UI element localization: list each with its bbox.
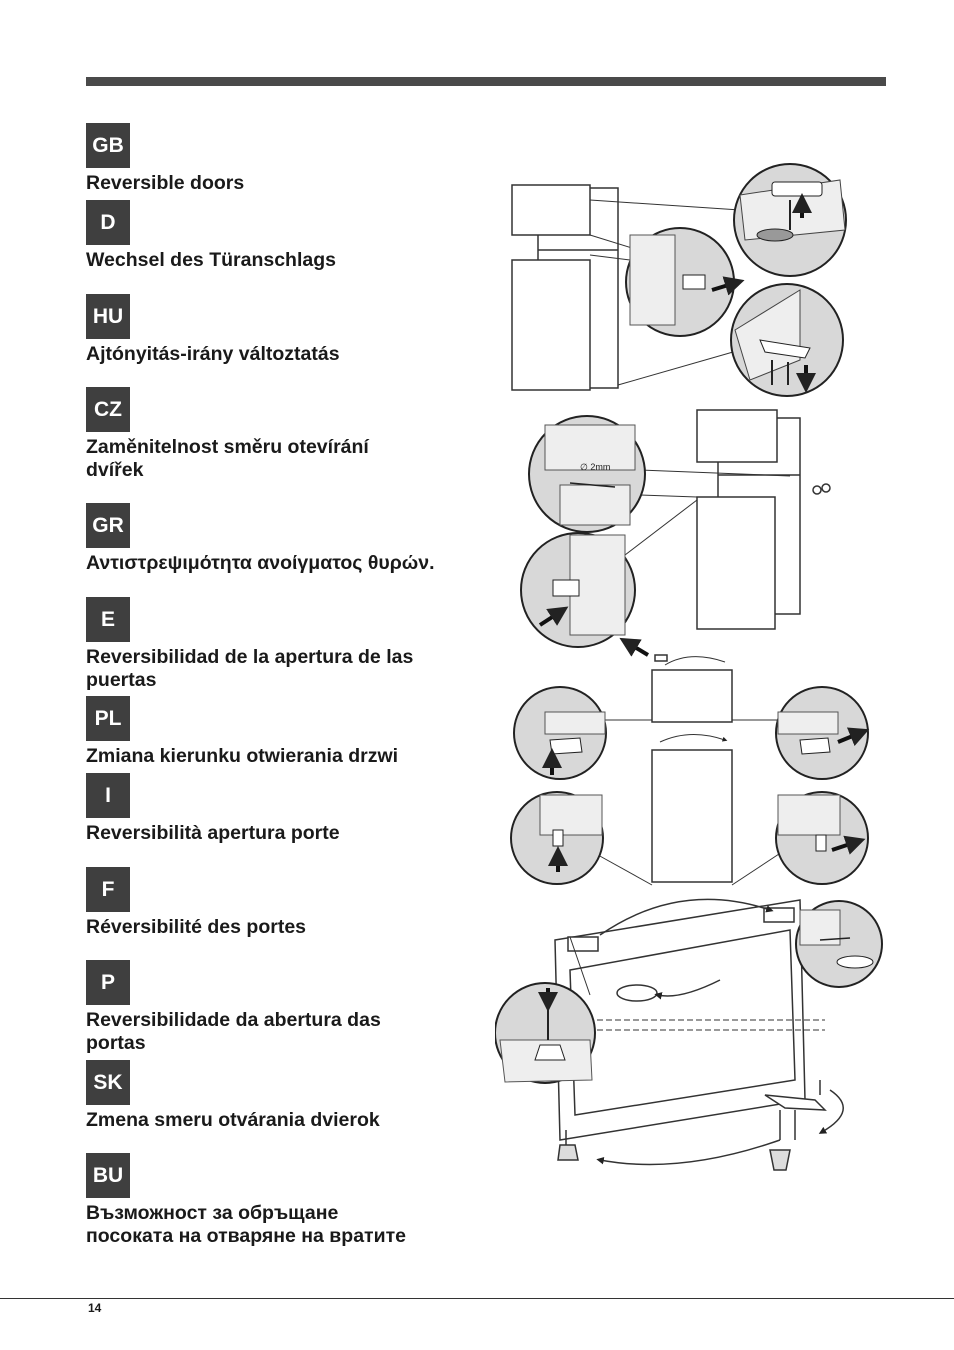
language-badge: CZ (86, 387, 130, 432)
detail-circle-drill: ∅ 2mm (528, 415, 646, 533)
section-title: Reversibilidade da abertura das portas (86, 1009, 381, 1054)
page-number: 14 (88, 1301, 102, 1315)
fridge-step-1 (511, 184, 741, 391)
detail-circle-hinge-fit (520, 532, 636, 648)
detail-circle-bottom-hinge (730, 283, 844, 397)
door-reversal-illustration: ∅ 2mm (495, 163, 883, 1171)
language-badge: E (86, 597, 130, 642)
section-title: Zmena smeru otvárania dvierok (86, 1109, 380, 1131)
language-badge: GR (86, 503, 130, 548)
detail-circle-right-upper (775, 686, 870, 780)
section-title: Reversibilidad de la apertura de las pue… (86, 646, 414, 691)
section-d: D Wechsel des Türanschlags (86, 200, 486, 272)
section-i: I Reversibilità apertura porte (86, 773, 486, 845)
section-title: Reversible doors (86, 172, 245, 194)
detail-circle-top-hinge (733, 163, 847, 277)
section-gb: GB Reversible doors (86, 123, 486, 195)
language-badge: GB (86, 123, 130, 168)
language-badge: SK (86, 1060, 130, 1105)
language-badge: HU (86, 294, 130, 339)
section-p: P Reversibilidade da abertura das portas (86, 960, 486, 1055)
section-sk: SK Zmena smeru otvárania dvierok (86, 1060, 486, 1132)
section-title: Zmiana kierunku otwierania drzwi (86, 745, 399, 767)
section-pl: PL Zmiana kierunku otwierania drzwi (86, 696, 486, 768)
section-e: E Reversibilidad de la apertura de las p… (86, 597, 486, 692)
section-title: Възможност за обръщане посоката на отвар… (86, 1202, 406, 1247)
section-title: Reversibilità apertura porte (86, 822, 340, 844)
detail-circle-left-lower (510, 791, 604, 885)
detail-circle-middle-hinge (625, 227, 745, 337)
section-title: Wechsel des Türanschlags (86, 249, 336, 271)
language-badge: I (86, 773, 130, 818)
language-badge: D (86, 200, 130, 245)
language-badge: F (86, 867, 130, 912)
fridge-step-2 (624, 409, 831, 630)
drill-size-label: ∅ 2mm (580, 462, 610, 472)
language-badge: P (86, 960, 130, 1005)
section-hu: HU Ajtónyitás-irány változtatás (86, 294, 486, 366)
door-swap-step (597, 637, 783, 886)
section-title: Αντιστρεψιμότητα ανοίγματος θυρών. (86, 552, 435, 574)
bottom-rule (0, 1298, 954, 1299)
detail-circle-right-lower (775, 791, 869, 885)
language-badge: BU (86, 1153, 130, 1198)
detail-circle-left-upper (513, 686, 607, 780)
section-cz: CZ Zaměnitelnost směru otevírání dvířek (86, 387, 486, 482)
section-gr: GR Αντιστρεψιμότητα ανοίγματος θυρών. (86, 503, 486, 575)
detail-circle-top-pin (795, 900, 883, 988)
section-bu: BU Възможност за обръщане посоката на от… (86, 1153, 486, 1248)
section-title: Réversibilité des portes (86, 916, 307, 938)
section-f: F Réversibilité des portes (86, 867, 486, 939)
detail-circle-bottom-pin (495, 936, 596, 1084)
section-title: Zaměnitelnost směru otevírání dvířek (86, 436, 369, 481)
top-rule (86, 77, 886, 86)
language-badge: PL (86, 696, 130, 741)
section-title: Ajtónyitás-irány változtatás (86, 343, 340, 365)
